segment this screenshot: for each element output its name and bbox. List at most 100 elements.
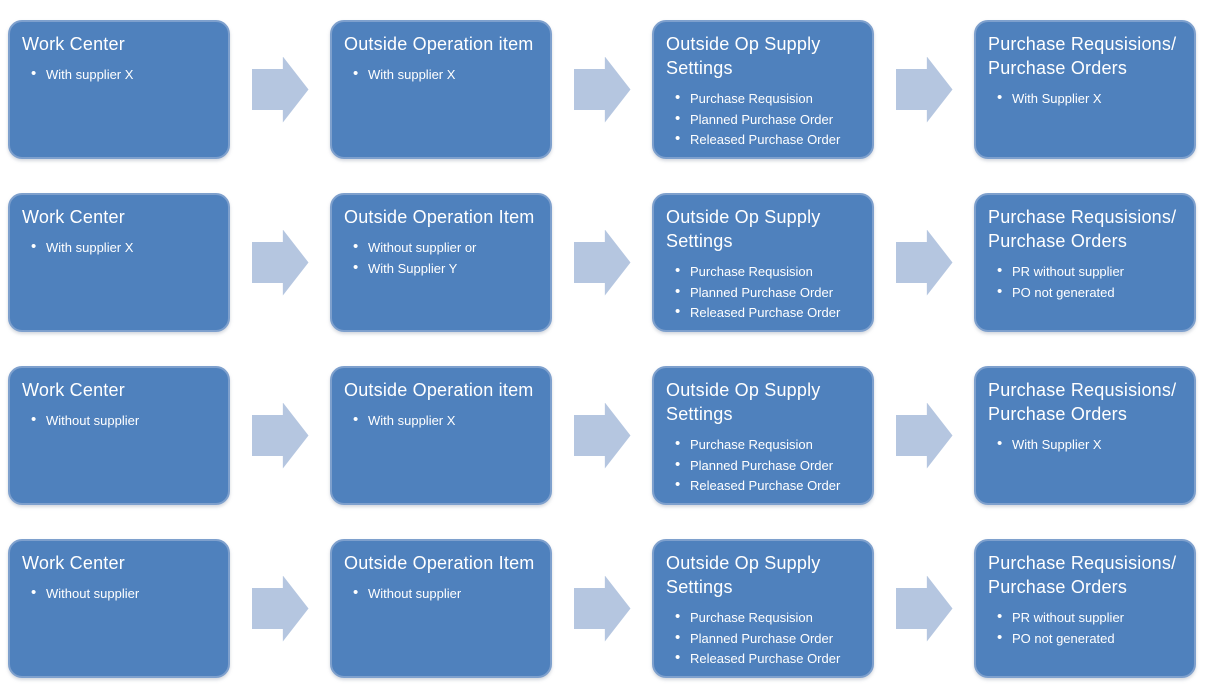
bullet-list: Without supplier orWith Supplier Y xyxy=(344,237,538,280)
bullet-item: With Supplier X xyxy=(994,434,1182,456)
flow-box: Outside Op Supply SettingsPurchase Requs… xyxy=(652,539,874,678)
flow-box: Work CenterWithout supplier xyxy=(8,366,230,505)
flow-box: Purchase Requsisions/ Purchase Orders PR … xyxy=(974,193,1196,332)
flow-box: Purchase Requsisions/ Purchase OrdersWit… xyxy=(974,366,1196,505)
arrow-cell xyxy=(230,539,330,678)
arrow-cell xyxy=(874,366,974,505)
bullet-item: Released Purchase Order xyxy=(672,648,860,670)
bullet-list: With supplier X xyxy=(344,410,538,432)
bullet-list: Purchase RequsisionPlanned Purchase Orde… xyxy=(666,607,860,670)
bullet-list: Without supplier xyxy=(22,410,216,432)
box-title: Work Center xyxy=(22,380,125,400)
box-title: Purchase Requsisions/ Purchase Orders xyxy=(988,34,1177,78)
box-title: Outside Op Supply Settings xyxy=(666,553,821,597)
arrow-cell xyxy=(874,539,974,678)
right-arrow-icon xyxy=(895,229,953,296)
bullet-item: Purchase Requsision xyxy=(672,434,860,456)
flow-box: Work CenterWithout supplier xyxy=(8,539,230,678)
box-title: Outside Operation Item xyxy=(344,553,535,573)
box-title: Outside Operation item xyxy=(344,380,534,400)
bullet-list: Purchase RequsisionPlanned Purchase Orde… xyxy=(666,261,860,324)
diagram-row: Work CenterWithout supplier Outside Opera… xyxy=(0,366,1211,505)
bullet-list: With supplier X xyxy=(22,237,216,259)
flow-box: Purchase Requsisions/ Purchase OrdersWit… xyxy=(974,20,1196,159)
bullet-list: Without supplier xyxy=(22,583,216,605)
bullet-item: Released Purchase Order xyxy=(672,302,860,324)
flow-box: Outside Operation itemWith supplier X xyxy=(330,366,552,505)
box-title: Outside Op Supply Settings xyxy=(666,34,821,78)
bullet-item: With Supplier X xyxy=(994,88,1182,110)
bullet-item: Without supplier xyxy=(350,583,538,605)
box-title: Outside Operation Item xyxy=(344,207,535,227)
bullet-item: With supplier X xyxy=(350,64,538,86)
bullet-item: PR without supplier xyxy=(994,607,1182,629)
right-arrow-icon xyxy=(251,402,309,469)
bullet-item: Purchase Requsision xyxy=(672,88,860,110)
flow-box: Work CenterWith supplier X xyxy=(8,20,230,159)
bullet-list: With Supplier X xyxy=(988,434,1182,456)
arrow-cell xyxy=(874,193,974,332)
bullet-item: Purchase Requsision xyxy=(672,261,860,283)
box-title: Purchase Requsisions/ Purchase Orders xyxy=(988,553,1177,597)
arrow-cell xyxy=(552,366,652,505)
bullet-item: Released Purchase Order xyxy=(672,475,860,497)
right-arrow-icon xyxy=(895,56,953,123)
bullet-item: PR without supplier xyxy=(994,261,1182,283)
box-title: Outside Operation item xyxy=(344,34,534,54)
bullet-item: Released Purchase Order xyxy=(672,129,860,151)
box-title: Work Center xyxy=(22,207,125,227)
box-title: Work Center xyxy=(22,34,125,54)
right-arrow-icon xyxy=(573,229,631,296)
flow-box: Outside Operation ItemWithout supplier o… xyxy=(330,193,552,332)
bullet-list: Purchase RequsisionPlanned Purchase Orde… xyxy=(666,88,860,151)
bullet-item: Planned Purchase Order xyxy=(672,628,860,650)
bullet-item: Planned Purchase Order xyxy=(672,282,860,304)
right-arrow-icon xyxy=(573,575,631,642)
arrow-cell xyxy=(552,193,652,332)
right-arrow-icon xyxy=(251,229,309,296)
flow-box: Outside Op Supply SettingsPurchase Requs… xyxy=(652,366,874,505)
bullet-list: Purchase RequsisionPlanned Purchase Orde… xyxy=(666,434,860,497)
flow-box: Outside Operation ItemWithout supplier xyxy=(330,539,552,678)
bullet-list: PR without supplierPO not generated xyxy=(988,607,1182,650)
bullet-item: Planned Purchase Order xyxy=(672,109,860,131)
arrow-cell xyxy=(552,539,652,678)
flow-box: Purchase Requsisions/ Purchase Orders PR … xyxy=(974,539,1196,678)
bullet-list: With Supplier X xyxy=(988,88,1182,110)
right-arrow-icon xyxy=(895,402,953,469)
right-arrow-icon xyxy=(573,56,631,123)
bullet-list: Without supplier xyxy=(344,583,538,605)
right-arrow-icon xyxy=(573,402,631,469)
bullet-item: Without supplier xyxy=(28,410,216,432)
bullet-item: With supplier X xyxy=(28,64,216,86)
bullet-list: PR without supplierPO not generated xyxy=(988,261,1182,304)
flow-box: Work CenterWith supplier X xyxy=(8,193,230,332)
bullet-list: With supplier X xyxy=(22,64,216,86)
box-title: Outside Op Supply Settings xyxy=(666,207,821,251)
diagram-row: Work CenterWith supplier X Outside Operat… xyxy=(0,193,1211,332)
arrow-cell xyxy=(230,20,330,159)
bullet-item: With supplier X xyxy=(28,237,216,259)
bullet-item: PO not generated xyxy=(994,628,1182,650)
flow-box: Outside Operation itemWith supplier X xyxy=(330,20,552,159)
arrow-cell xyxy=(552,20,652,159)
bullet-list: With supplier X xyxy=(344,64,538,86)
arrow-cell xyxy=(874,20,974,159)
box-title: Purchase Requsisions/ Purchase Orders xyxy=(988,380,1177,424)
bullet-item: With Supplier Y xyxy=(350,258,538,280)
box-title: Work Center xyxy=(22,553,125,573)
box-title: Purchase Requsisions/ Purchase Orders xyxy=(988,207,1177,251)
arrow-cell xyxy=(230,366,330,505)
bullet-item: Purchase Requsision xyxy=(672,607,860,629)
box-title: Outside Op Supply Settings xyxy=(666,380,821,424)
bullet-item: Planned Purchase Order xyxy=(672,455,860,477)
right-arrow-icon xyxy=(895,575,953,642)
arrow-cell xyxy=(230,193,330,332)
bullet-item: With supplier X xyxy=(350,410,538,432)
bullet-item: PO not generated xyxy=(994,282,1182,304)
right-arrow-icon xyxy=(251,575,309,642)
bullet-item: Without supplier xyxy=(28,583,216,605)
